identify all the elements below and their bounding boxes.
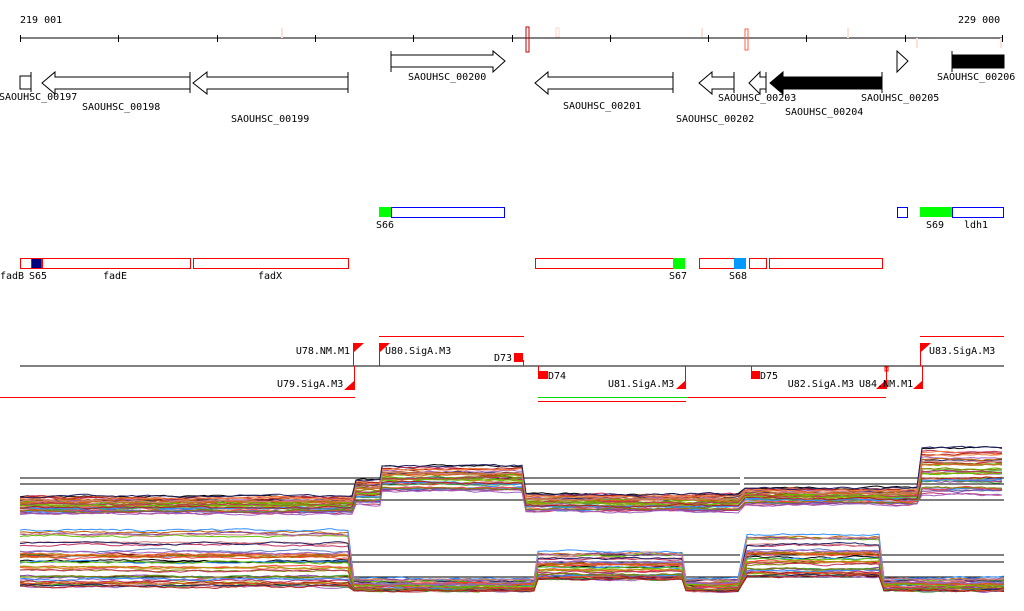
expression-profile-line (19, 567, 1005, 592)
promoter-square-icon[interactable] (514, 353, 523, 362)
expression-profile-line (19, 471, 1003, 508)
gene-SAOUHSC_00197[interactable]: SAOUHSC_00197 (0, 72, 77, 103)
feature-ldh1[interactable] (952, 207, 1004, 218)
feature-label: fadE (103, 271, 127, 282)
site-S68[interactable] (734, 258, 746, 269)
gene-label: SAOUHSC_00202 (676, 114, 754, 125)
expression-profile-line (19, 489, 1003, 516)
promoter-flag-icon[interactable] (344, 381, 354, 390)
site-S67[interactable] (673, 258, 685, 269)
feature-label: fadB (0, 271, 24, 282)
feature-fadE[interactable] (42, 258, 191, 269)
feature-fadX[interactable] (193, 258, 349, 269)
promoter-square-icon[interactable] (538, 371, 548, 379)
promoter-flag-icon[interactable] (876, 380, 886, 389)
site-S66[interactable] (379, 207, 391, 217)
feature-box[interactable] (897, 207, 908, 218)
expression-profile-line (19, 476, 1003, 510)
promoter-flag-icon[interactable] (676, 380, 686, 389)
promoter-label: U80.SigA.M3 (385, 346, 451, 357)
expression-profile-line (19, 562, 1005, 590)
promoter-flag-icon[interactable] (921, 343, 931, 352)
expression-profile-line (19, 557, 1005, 588)
gene-label: SAOUHSC_00199 (231, 114, 309, 125)
promoter-label: U78.NM.M1 (296, 346, 350, 357)
expression-profile-line (19, 541, 1005, 584)
coordinate-ruler: 219 001 229 000 (20, 15, 1003, 53)
promoter-label: U84.NM.M1 (859, 379, 913, 390)
promoter-flag-icon[interactable] (913, 380, 923, 389)
gene-label: SAOUHSC_00197 (0, 92, 77, 103)
gene-SAOUHSC_00206[interactable]: SAOUHSC_00206 (937, 51, 1015, 83)
ruler-end-label: 229 000 (958, 15, 1000, 26)
expression-track-reverse (19, 528, 1005, 594)
gene-SAOUHSC_00201[interactable]: SAOUHSC_00201 (534, 70, 674, 112)
feature-label: fadX (258, 271, 282, 282)
promoter-label: D74 (548, 371, 566, 382)
gene-label: SAOUHSC_00198 (82, 102, 160, 113)
gene-label: SAOUHSC_00204 (785, 107, 863, 118)
promoter-flag-icon[interactable] (354, 343, 364, 352)
expression-profile-line (19, 549, 1005, 586)
expression-profile-line (19, 460, 1003, 504)
promoter-label: U79.SigA.M3 (277, 379, 343, 390)
feature-track-forward: S66 S69 ldh1 (376, 207, 1004, 231)
expression-track-forward (19, 445, 1004, 516)
gene-SAOUHSC_00204[interactable]: SAOUHSC_00204 (769, 70, 883, 118)
feature-label: S66 (376, 220, 394, 231)
expression-profile-line (19, 532, 1005, 582)
promoter-label: D75 (760, 371, 778, 382)
promoter-square-icon[interactable] (751, 371, 760, 379)
gene-SAOUHSC_00200[interactable]: SAOUHSC_00200 (390, 49, 506, 83)
gene-SAOUHSC_00203[interactable]: SAOUHSC_00203 (718, 70, 796, 104)
gene-SAOUHSC_00199[interactable]: SAOUHSC_00199 (192, 70, 349, 125)
feature-box[interactable] (769, 258, 883, 269)
feature-fadB[interactable] (20, 258, 32, 269)
gene-SAOUHSC_00202[interactable]: SAOUHSC_00202 (676, 70, 754, 125)
promoter-track: U78.NM.M1 U80.SigA.M3 U79.SigA.M3 D73 D7… (0, 336, 1004, 402)
gene-label: SAOUHSC_00201 (563, 101, 641, 112)
expression-profile-line (19, 445, 1003, 499)
ruler-start-label: 219 001 (20, 15, 62, 26)
ruler-markers (281, 26, 1002, 53)
promoter-label: U81.SigA.M3 (608, 379, 674, 390)
gene-label: SAOUHSC_00205 (861, 93, 939, 104)
feature-box[interactable] (391, 207, 505, 218)
feature-label: S68 (729, 271, 747, 282)
expression-profile-line (19, 574, 1005, 593)
promoter-label: U83.SigA.M3 (929, 346, 995, 357)
gene-label: SAOUHSC_00200 (408, 72, 486, 83)
feature-label: ldh1 (964, 220, 988, 231)
promoter-label: U82.SigA.M3 (788, 379, 854, 390)
gene-SAOUHSC_00198[interactable]: SAOUHSC_00198 (41, 70, 191, 113)
feature-box[interactable] (699, 258, 735, 269)
expression-profile-line (19, 571, 1005, 592)
promoter-flag-icon[interactable] (380, 343, 390, 352)
gene-label: SAOUHSC_00206 (937, 72, 1015, 83)
feature-box[interactable] (535, 258, 674, 269)
feature-track-reverse: fadB S65 fadE fadX S67 S68 (0, 258, 883, 282)
gene-track: SAOUHSC_00197 SAOUHSC_00198 SAOUHSC_0019… (0, 49, 1015, 125)
feature-box[interactable] (749, 258, 767, 269)
feature-label: S69 (926, 220, 944, 231)
promoter-label: D73 (494, 353, 512, 364)
feature-label: S65 (29, 271, 47, 282)
expression-profile-line (19, 478, 1003, 511)
expression-profile-line (19, 453, 1003, 502)
site-S65[interactable] (31, 258, 42, 269)
feature-label: S67 (669, 271, 687, 282)
gene-SAOUHSC_00205[interactable]: SAOUHSC_00205 (861, 49, 939, 104)
site-S69[interactable] (920, 207, 952, 217)
gene-label: SAOUHSC_00203 (718, 93, 796, 104)
expression-profile-line (19, 486, 1003, 514)
